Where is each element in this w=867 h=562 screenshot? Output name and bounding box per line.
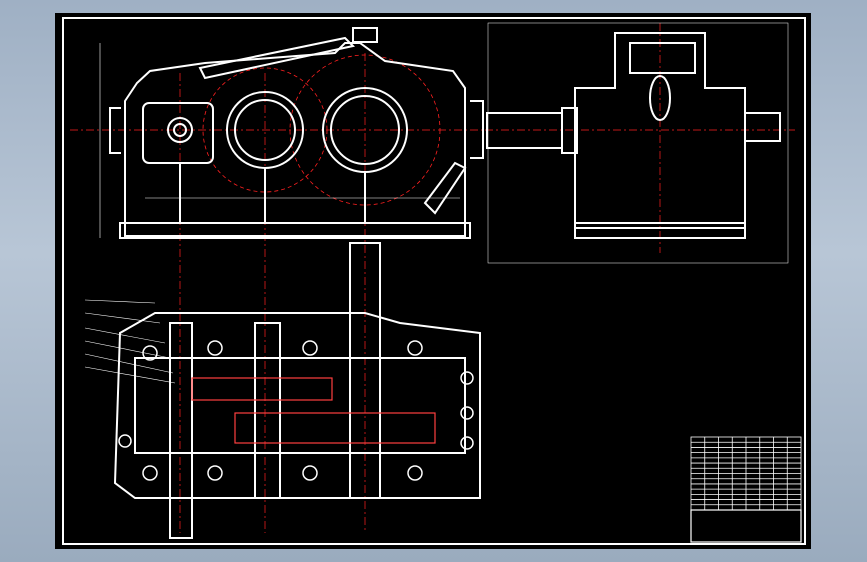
leader-lines [84,299,176,384]
left-flange [109,107,121,154]
top-section-view [84,242,481,539]
sheet-frame [62,17,806,545]
title-block-grid [691,437,801,510]
title-block [690,436,802,543]
front-view-centerlines [70,53,485,533]
inspection-cover [198,36,356,80]
drawing-sheet [55,13,811,549]
side-view-centerlines [485,23,795,253]
side-inspection-cover [629,42,696,74]
title-block-main-cell [690,509,802,543]
front-view [70,27,485,533]
side-view [485,22,795,264]
pitch-circles [202,54,441,206]
right-flange [470,100,484,159]
input-shaft-side [744,112,781,142]
input-shaft-section [169,322,193,539]
bearing-intermediate-inner [234,99,296,161]
housing-outline [124,42,466,237]
drawing-canvas [62,17,806,545]
shaft-shoulder [561,107,578,154]
intermediate-shaft-section [254,322,281,499]
section-inner-cavity [134,357,466,454]
bearing-boss-input [142,102,214,164]
bolt-holes [118,340,474,481]
housing-base [119,222,471,239]
side-housing [574,32,746,229]
front-dimension [99,43,460,238]
breather [649,75,671,121]
oil-dipstick [423,161,467,215]
input-shaft [173,123,187,137]
output-shaft [486,112,563,149]
gear-hatching [191,377,436,444]
input-shaft-bore [167,117,193,143]
bearing-output [322,87,408,173]
bearing-output-inner [330,95,400,165]
lifting-lug [352,27,378,43]
side-base [574,222,746,239]
output-shaft-section [349,242,381,499]
side-view-frame [487,22,789,264]
section-housing [113,312,481,499]
